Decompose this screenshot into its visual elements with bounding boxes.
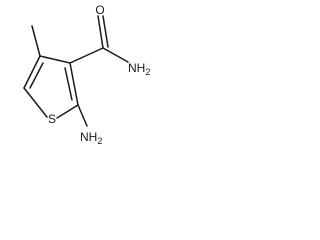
bond-carbonyl-n <box>102 47 129 63</box>
amide-nitrogen-symbol: NH <box>128 61 145 75</box>
bond-c3-c4 <box>39 55 71 64</box>
bond-carbonyl-o-double <box>102 15 109 48</box>
bond-c4-c5 <box>23 55 41 89</box>
amino-nitrogen-symbol: NH <box>80 130 97 144</box>
bond-c5-s <box>23 87 48 118</box>
bond-c2-amino <box>77 104 88 127</box>
bond-c4-c5-inner <box>29 62 44 89</box>
amide-nitrogen-subscript: 2 <box>145 67 150 77</box>
atom-sulfur-label: S <box>48 112 56 126</box>
atom-oxygen-label: O <box>95 3 104 17</box>
atom-amide-nitrogen-label: NH2 <box>128 61 150 77</box>
amino-nitrogen-subscript: 2 <box>97 136 102 146</box>
atom-amino-nitrogen-label: NH2 <box>80 130 102 146</box>
molecule-structure: O S NH2 NH2 <box>23 3 150 146</box>
bond-c2-c3 <box>69 62 79 106</box>
bond-carbonyl-o <box>97 15 104 49</box>
bond-s-c2 <box>56 104 79 119</box>
bond-methyl <box>31 25 41 57</box>
bond-c2-c3-inner <box>64 67 73 101</box>
bond-c3-carbonyl <box>69 47 104 64</box>
